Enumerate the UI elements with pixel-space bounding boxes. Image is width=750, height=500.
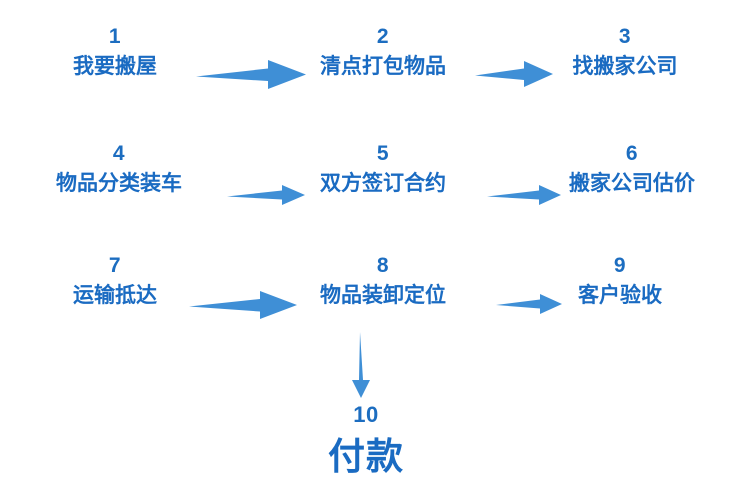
step-5-label: 双方签订合约 bbox=[320, 172, 446, 195]
arrow-5-to-6 bbox=[487, 182, 561, 208]
step-10-label: 付款 bbox=[328, 436, 404, 477]
step-3-number: 3 bbox=[618, 25, 632, 48]
step-4-label: 物品分类装车 bbox=[56, 172, 182, 195]
step-2-label: 清点打包物品 bbox=[320, 55, 446, 78]
step-4[interactable]: 4 物品分类装车 bbox=[56, 143, 182, 194]
step-2[interactable]: 2 清点打包物品 bbox=[320, 26, 446, 77]
step-5[interactable]: 5 双方签订合约 bbox=[320, 143, 446, 194]
step-3[interactable]: 3 找搬家公司 bbox=[573, 26, 678, 77]
arrow-1-to-2 bbox=[196, 59, 306, 93]
step-10[interactable]: 10 付款 bbox=[328, 402, 404, 477]
step-6-label: 搬家公司估价 bbox=[569, 172, 695, 195]
arrow-8-to-9 bbox=[496, 292, 562, 316]
step-4-number: 4 bbox=[112, 142, 126, 165]
step-6[interactable]: 6 搬家公司估价 bbox=[569, 143, 695, 194]
arrow-2-to-3 bbox=[475, 59, 553, 91]
step-1-number: 1 bbox=[108, 25, 122, 48]
step-6-number: 6 bbox=[625, 142, 639, 165]
step-8[interactable]: 8 物品装卸定位 bbox=[320, 255, 446, 306]
step-7-label: 运输抵达 bbox=[73, 284, 157, 307]
step-7[interactable]: 7 运输抵达 bbox=[73, 255, 157, 306]
step-8-number: 8 bbox=[376, 254, 390, 277]
step-8-label: 物品装卸定位 bbox=[320, 284, 446, 307]
step-3-label: 找搬家公司 bbox=[572, 55, 678, 78]
step-2-number: 2 bbox=[376, 25, 390, 48]
step-5-number: 5 bbox=[376, 142, 390, 165]
step-9-number: 9 bbox=[613, 254, 627, 277]
step-1-label: 我要搬屋 bbox=[73, 55, 157, 78]
arrow-7-to-8 bbox=[189, 290, 297, 322]
step-1[interactable]: 1 我要搬屋 bbox=[73, 26, 157, 77]
step-7-number: 7 bbox=[108, 254, 122, 277]
step-10-number: 10 bbox=[353, 402, 379, 427]
step-9-label: 客户验收 bbox=[578, 284, 662, 307]
arrow-4-to-5 bbox=[227, 182, 305, 208]
step-9[interactable]: 9 客户验收 bbox=[578, 255, 662, 306]
arrow-8-to-10 bbox=[345, 332, 377, 398]
